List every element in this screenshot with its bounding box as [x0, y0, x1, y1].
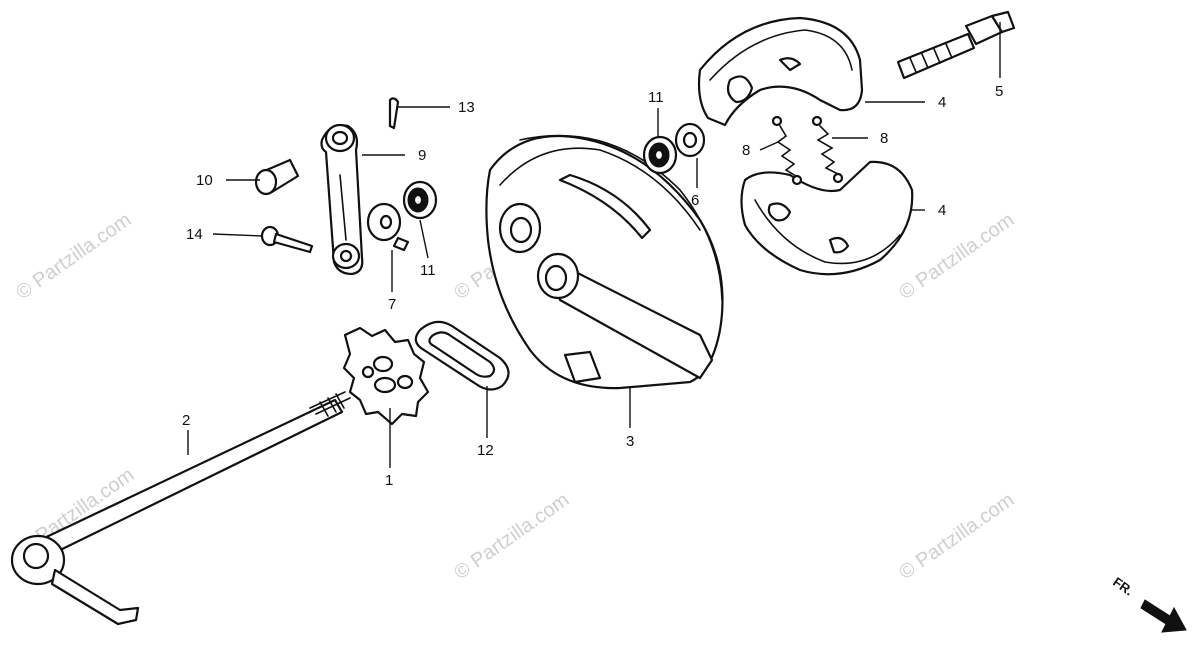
- part-spring-8-right[interactable]: [811, 115, 844, 184]
- callout-2: 2: [182, 412, 190, 429]
- part-brake-rod[interactable]: [10, 391, 351, 626]
- callouts: 2 1 12 3 4 4 5 6 7 8 8 9 10 11 11 13 14: [182, 83, 1003, 489]
- callout-11-left: 11: [420, 262, 436, 279]
- watermark-left: © Partzilla.com: [12, 209, 135, 304]
- callout-1: 1: [385, 472, 393, 489]
- direction-label: FR.: [1110, 574, 1136, 598]
- part-cam-5[interactable]: [896, 10, 1016, 80]
- leader-lines: [187, 22, 1001, 468]
- part-bolt-10[interactable]: [254, 158, 300, 196]
- part-brake-panel[interactable]: [485, 134, 724, 390]
- part-washer-7[interactable]: [366, 202, 410, 252]
- callout-4-upper: 4: [938, 94, 946, 111]
- front-direction-indicator: FR.: [1110, 574, 1187, 633]
- callout-11-right: 11: [648, 89, 664, 106]
- callout-10: 10: [196, 172, 213, 189]
- callout-5: 5: [995, 83, 1003, 100]
- part-seal-plate[interactable]: [414, 320, 510, 391]
- part-washer-6[interactable]: [674, 122, 706, 158]
- part-brake-arm[interactable]: [320, 123, 364, 276]
- watermark-right: © Partzilla.com: [895, 209, 1018, 304]
- callout-13: 13: [458, 99, 475, 116]
- part-brake-shoe-upper[interactable]: [697, 16, 864, 127]
- callout-7: 7: [388, 296, 396, 313]
- part-spring-8-left[interactable]: [771, 115, 803, 186]
- part-seal-11-left[interactable]: [402, 180, 438, 220]
- part-seal-11-right[interactable]: [642, 135, 678, 175]
- callout-12: 12: [477, 442, 494, 459]
- callout-8-right: 8: [880, 130, 888, 147]
- part-screw-14[interactable]: [260, 225, 314, 254]
- part-indicator-plate[interactable]: [342, 326, 430, 426]
- callout-14: 14: [186, 226, 203, 243]
- callout-3: 3: [626, 433, 634, 450]
- callout-6: 6: [691, 192, 699, 209]
- part-pin-13[interactable]: [388, 97, 400, 130]
- callout-4-lower: 4: [938, 202, 946, 219]
- watermark-bottom-right: © Partzilla.com: [895, 489, 1018, 584]
- callout-9: 9: [418, 147, 426, 164]
- front-arrow-icon: [1140, 599, 1187, 633]
- watermark-bottom-mid: © Partzilla.com: [450, 489, 573, 584]
- part-brake-shoe-lower[interactable]: [740, 160, 914, 276]
- callout-8-left: 8: [742, 142, 750, 159]
